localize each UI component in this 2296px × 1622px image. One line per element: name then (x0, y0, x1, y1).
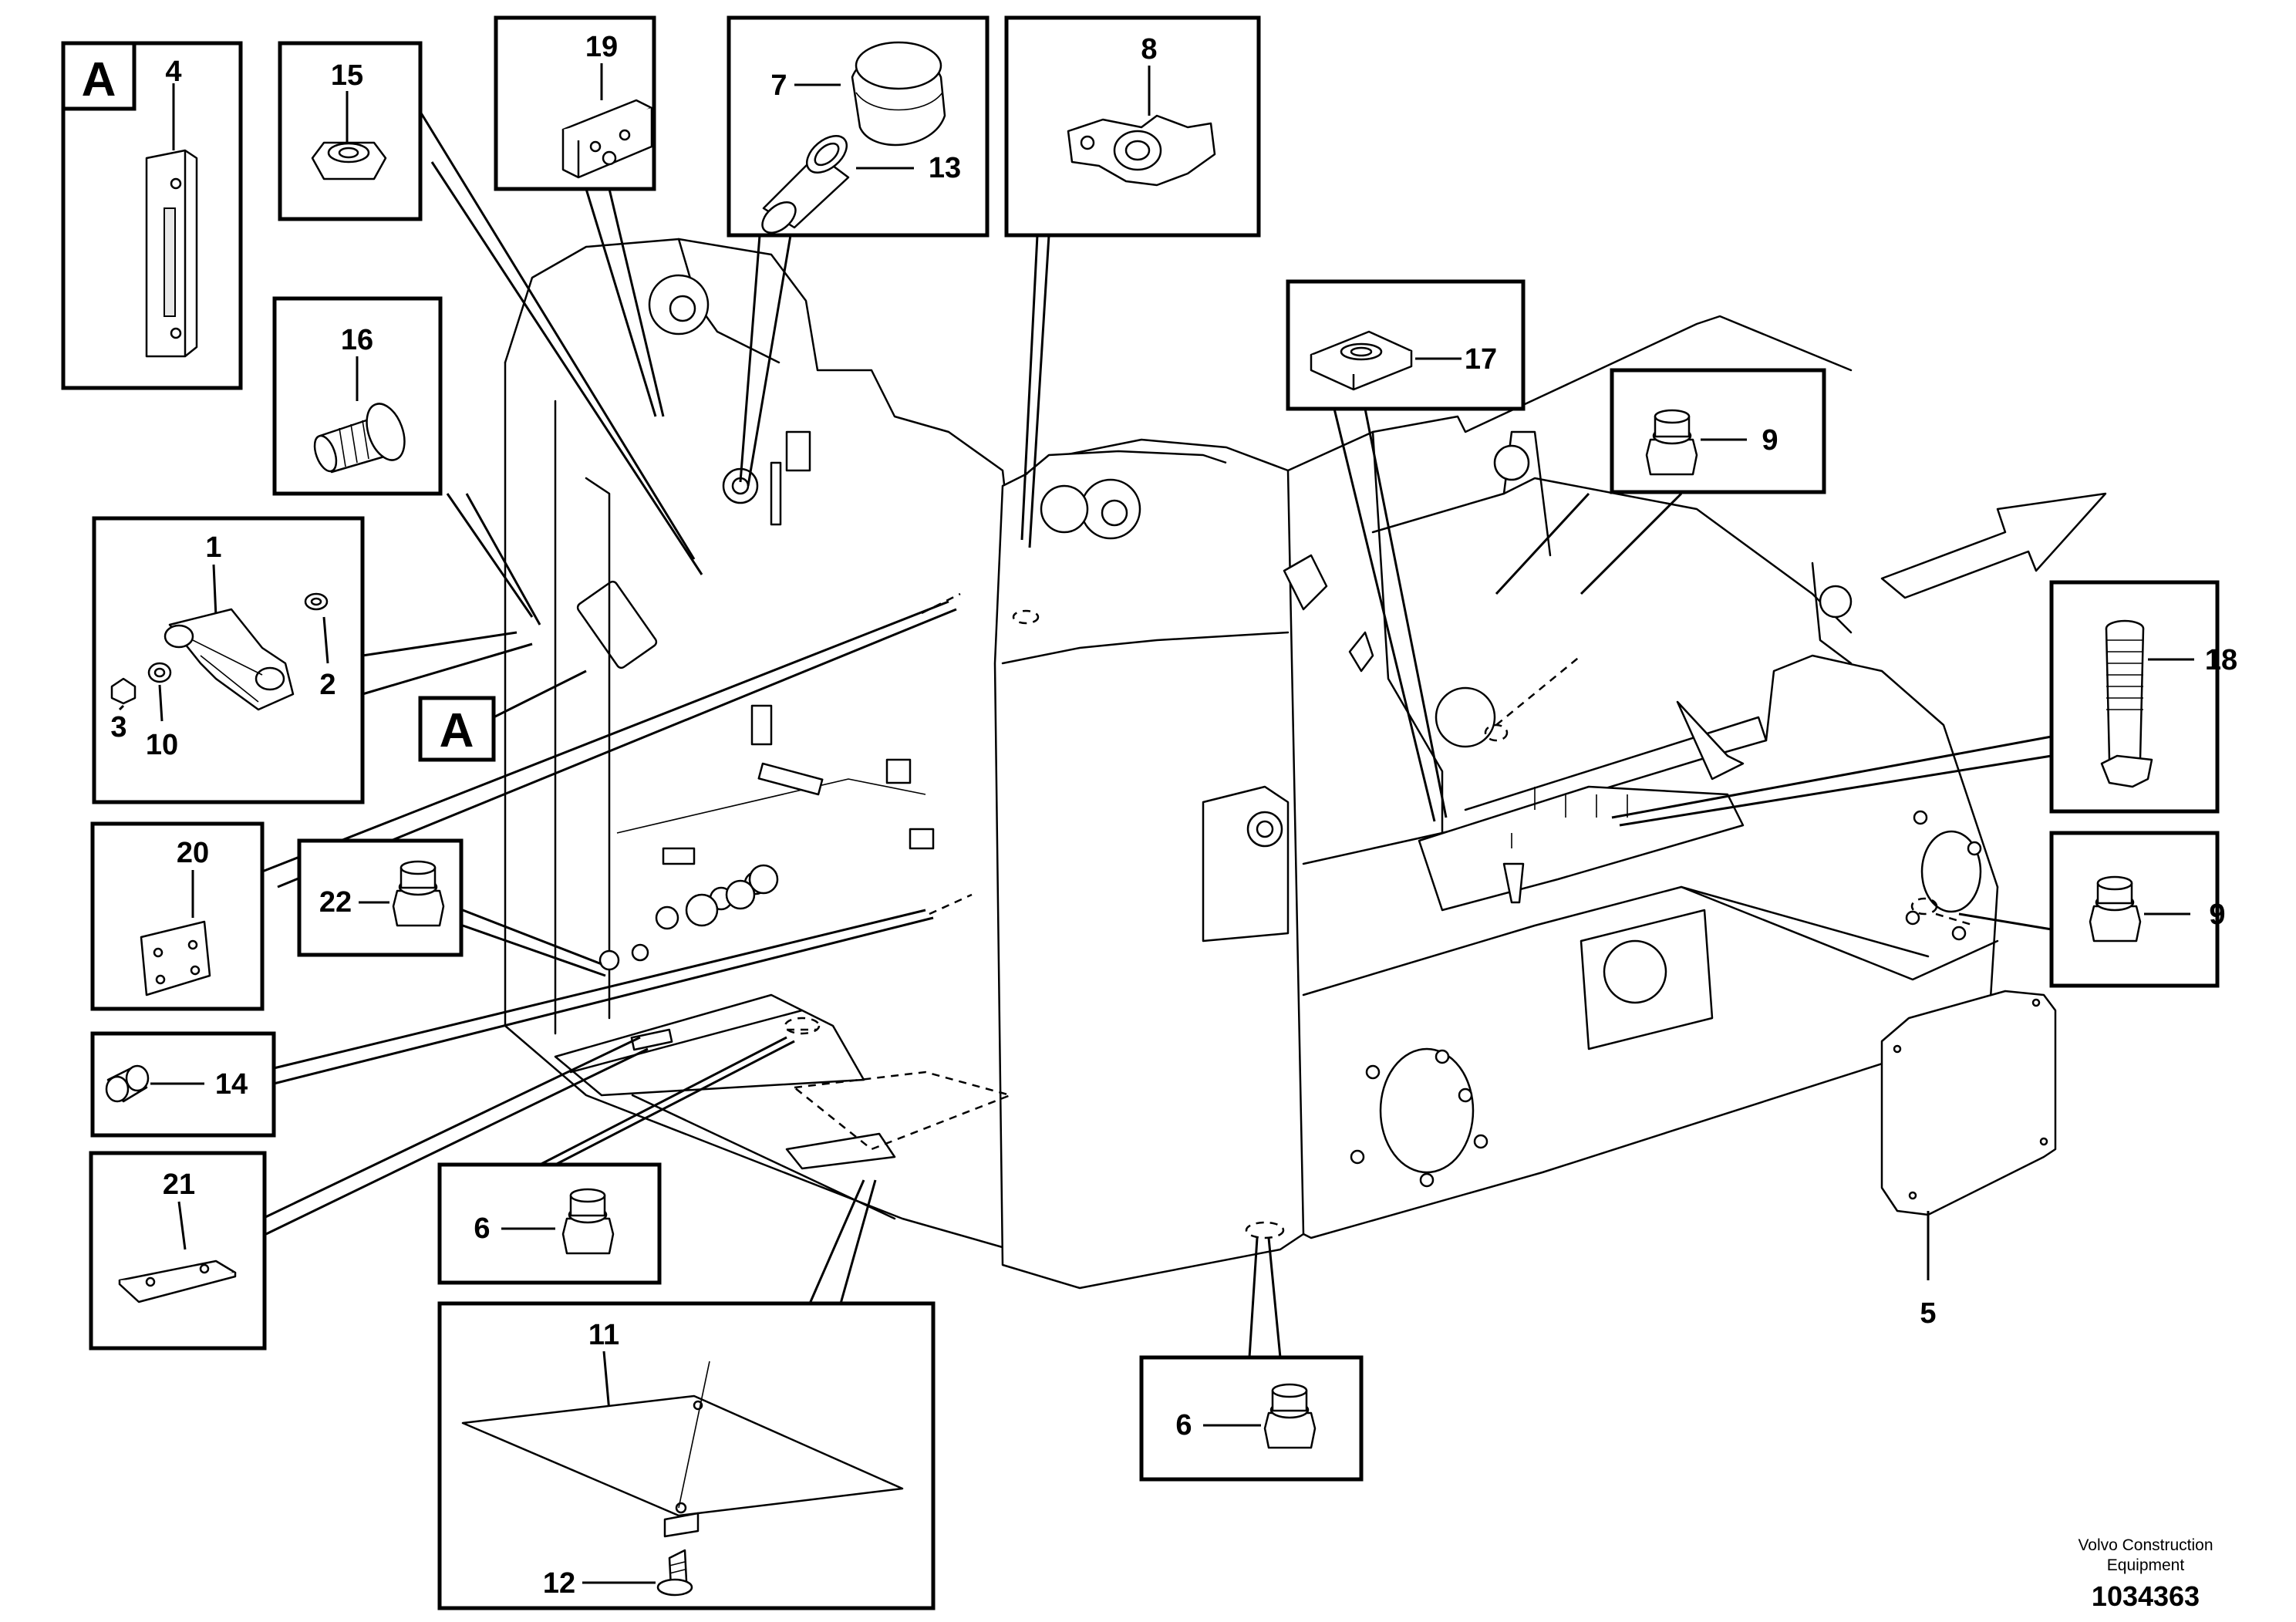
callout-20: 20 (177, 837, 209, 869)
detail-box-16: 16 (272, 296, 443, 496)
spacer-bracket-part (145, 149, 198, 358)
detail-box-11-12: 11 12 (437, 1301, 936, 1610)
detail-box-15: 15 (278, 41, 423, 221)
callout-8: 8 (1141, 33, 1157, 66)
company-name-line2: Equipment (2107, 1556, 2185, 1574)
callout-2: 2 (319, 669, 335, 701)
callout-12: 12 (543, 1567, 575, 1600)
detail-box-9-top: 9 (1610, 368, 1826, 494)
callout-19: 19 (585, 31, 618, 63)
detail-a-reference: A (418, 696, 496, 762)
threaded-pin-part (313, 403, 406, 474)
detail-box-19: 19 (494, 15, 656, 191)
callout-6-left: 6 (474, 1212, 490, 1245)
plug-9-top-part (1645, 409, 1698, 476)
cover-plate-part (1880, 990, 2057, 1280)
square-nut-part (1310, 330, 1413, 391)
location-indicators (784, 592, 1975, 1239)
detail-a-marker: A (82, 53, 116, 106)
detail-box-20: 20 (90, 821, 265, 1011)
callout-18: 18 (2205, 644, 2237, 676)
detail-a-reference-marker: A (440, 704, 474, 757)
hinge-bracket-part (164, 608, 295, 711)
callout-15: 15 (331, 59, 363, 92)
callout-3: 3 (110, 711, 126, 744)
callout-13: 13 (929, 152, 961, 184)
detail-box-9-right: 9 (2049, 831, 2226, 988)
detail-box-7-13: 7 13 (727, 15, 990, 238)
detail-box-6-bottom: 6 (1139, 1355, 1364, 1482)
direction-arrow (1880, 492, 2107, 599)
detail-box-22: 22 (297, 838, 464, 957)
main-frame (504, 238, 1999, 1290)
flange-nut-part (311, 141, 387, 180)
detail-box-14: 14 (90, 1031, 276, 1138)
detail-box-17: 17 (1286, 279, 1526, 411)
detail-box-1: 1 2 3 10 (92, 516, 365, 804)
footer: Volvo Construction Equipment 1034363 (2078, 1536, 2213, 1612)
detail-box-a: A 4 (61, 41, 243, 390)
callout-14: 14 (215, 1068, 248, 1101)
filler-cap-part (761, 41, 946, 234)
valve-housing-part (1067, 114, 1216, 187)
mounting-plate-part (561, 99, 653, 179)
bushing-part (105, 1064, 150, 1103)
detail-box-6-left: 6 (437, 1162, 662, 1285)
spacer-plate-part (118, 1259, 237, 1303)
detail-box-8: 8 (1004, 15, 1261, 238)
detail-box-21: 21 (89, 1151, 267, 1351)
callout-10: 10 (146, 729, 178, 761)
leader-lines (261, 111, 2052, 1358)
shim-plate-part (140, 920, 211, 996)
callout-5: 5 (1920, 1297, 1936, 1330)
plug-9-right-part (2089, 875, 2142, 943)
drawing-number: 1034363 (2092, 1580, 2200, 1612)
callout-4: 4 (165, 56, 181, 88)
callout-11: 11 (588, 1319, 619, 1351)
callout-7: 7 (770, 69, 787, 102)
callout-17: 17 (1465, 343, 1497, 376)
threaded-stud-part (2100, 619, 2153, 788)
callout-6-bottom: 6 (1175, 1409, 1192, 1442)
callout-21: 21 (163, 1168, 195, 1201)
plug-6-bottom-part (1263, 1383, 1317, 1449)
callout-22: 22 (319, 886, 352, 919)
callout-1: 1 (205, 531, 221, 564)
callout-9-right: 9 (2209, 899, 2225, 931)
company-name-line1: Volvo Construction (2078, 1536, 2213, 1554)
cover-sheet-part (461, 1361, 904, 1538)
callout-16: 16 (341, 324, 373, 356)
plug-6-left-part (561, 1188, 615, 1255)
detail-box-18: 18 (2049, 580, 2237, 814)
callout-9-top: 9 (1762, 424, 1778, 457)
bolt-12-part (656, 1549, 693, 1597)
plug-22-part (392, 860, 445, 927)
